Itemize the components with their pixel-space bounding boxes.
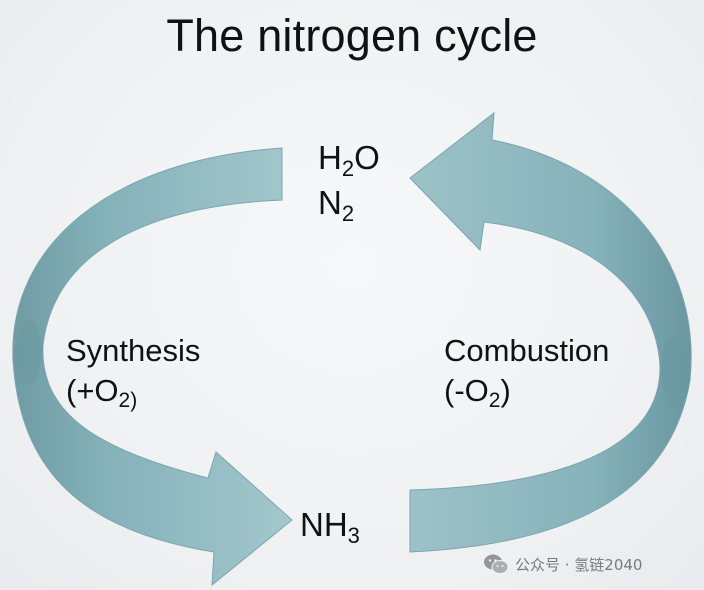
water-element-o: O <box>354 139 380 176</box>
ammonia-subscript: 3 <box>347 523 360 548</box>
water-subscript: 2 <box>341 156 355 181</box>
ammonia-formula: NH3 <box>300 506 360 547</box>
synthesis-arrow <box>12 147 293 587</box>
synthesis-arrow-twist <box>13 319 43 386</box>
combustion-arrow-twist <box>660 336 690 409</box>
nitrogen-subscript: 2 <box>341 201 355 226</box>
water-element-h: H <box>318 139 342 176</box>
ammonia-element: NH <box>300 506 348 543</box>
water-formula: H2O <box>318 139 380 180</box>
synthesis-label: Synthesis (+O2) <box>66 331 201 411</box>
combustion-note-open: (-O <box>444 372 489 408</box>
nitrogen-element: N <box>318 184 342 221</box>
watermark: 公众号 · 氢链2040 <box>483 550 642 578</box>
synthesis-note-subscript: 2) <box>118 388 138 412</box>
watermark-text: 公众号 · 氢链2040 <box>515 555 643 574</box>
synthesis-name: Synthesis <box>66 333 201 368</box>
combustion-note-close: ) <box>500 372 511 408</box>
nitrogen-formula: N2 <box>318 184 354 225</box>
wechat-logo-icon <box>484 554 509 574</box>
combustion-oxygen-note: (-O2) <box>444 371 609 411</box>
combustion-label: Combustion (-O2) <box>444 331 610 411</box>
synthesis-oxygen-note: (+O2) <box>66 371 200 411</box>
diagram-title: The nitrogen cycle <box>166 10 538 61</box>
combustion-arrow <box>409 111 692 553</box>
combustion-name: Combustion <box>444 333 610 368</box>
combustion-note-subscript: 2 <box>488 388 501 412</box>
synthesis-note-open: (+O <box>66 372 119 408</box>
